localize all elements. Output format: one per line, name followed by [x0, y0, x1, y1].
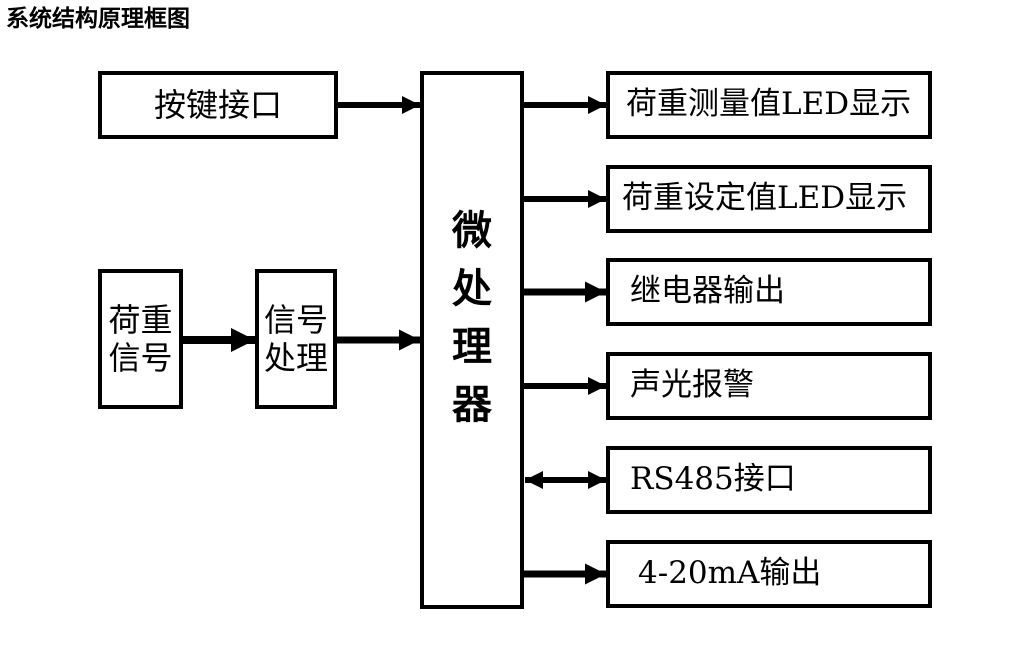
output-4-20ma-box: 4-20mA输出 [606, 540, 932, 608]
output-alarm-label: 声光报警 [630, 367, 754, 404]
processor-label: 微处理器 [452, 208, 492, 428]
output-alarm-box: 声光报警 [606, 352, 932, 420]
output-measured-load-led-box: 荷重测量值LED显示 [606, 71, 932, 139]
output-setpoint-load-led-label: 荷重设定值LED显示 [622, 180, 908, 217]
signal-processing-label: 信号 处理 [263, 300, 328, 377]
output-setpoint-load-led-box: 荷重设定值LED显示 [606, 165, 932, 233]
output-4-20ma-label: 4-20mA输出 [638, 555, 822, 592]
keys-interface-box: 按键接口 [98, 71, 338, 139]
load-signal-label: 荷重 信号 [108, 300, 173, 377]
output-measured-load-led-label: 荷重测量值LED显示 [626, 86, 912, 123]
diagram-title: 系统结构原理框图 [6, 6, 190, 32]
output-relay-label: 继电器输出 [630, 273, 785, 310]
output-rs485-label: RS485接口 [630, 461, 796, 498]
load-signal-box: 荷重 信号 [98, 269, 183, 409]
signal-processing-box: 信号 处理 [255, 269, 337, 409]
output-rs485-box: RS485接口 [606, 446, 932, 514]
processor-box: 微处理器 [420, 71, 524, 609]
output-relay-box: 继电器输出 [606, 258, 932, 326]
keys-interface-label: 按键接口 [153, 85, 282, 124]
